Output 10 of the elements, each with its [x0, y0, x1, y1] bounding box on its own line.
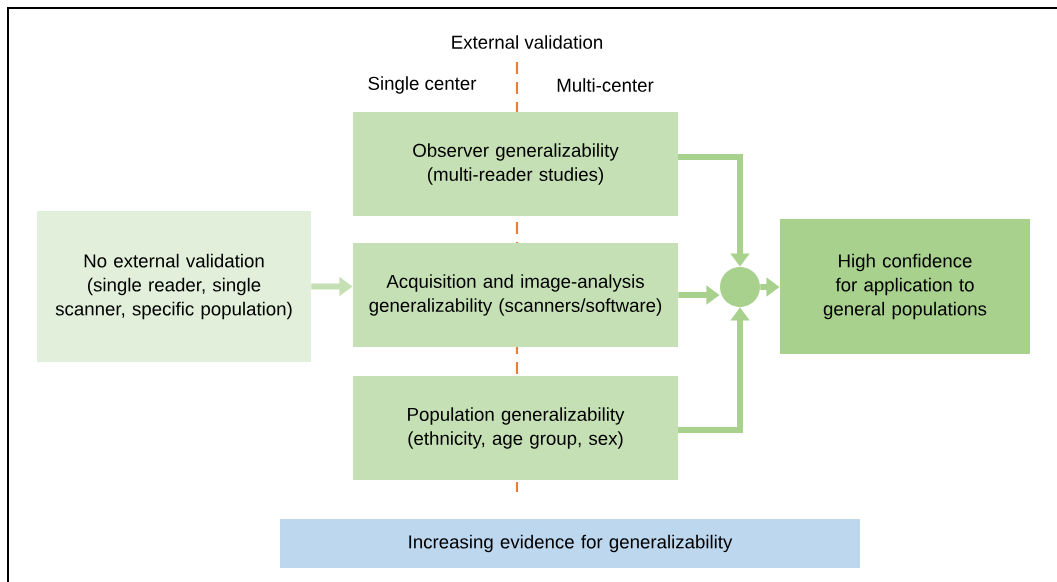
process-box: No external validation (single reader, single scanner, specific population)	[37, 211, 311, 362]
process-box: Observer generalizability (multi-reader studies)	[352, 112, 679, 216]
process-box: Acquisition and image-analysis generalizability (scanners/software)	[352, 243, 679, 347]
column-label: Single center	[368, 76, 477, 94]
process-box: Population generalizability (ethnicity, age group, sex)	[352, 376, 679, 480]
axis-title: External validation	[452, 35, 603, 49]
evidence-band: Increasing evidence for generalizability	[280, 518, 860, 569]
junction-circle	[720, 267, 760, 307]
column-label: Multi-center	[557, 78, 654, 92]
outcome-box: High confidence for application to general populations	[780, 219, 1030, 354]
